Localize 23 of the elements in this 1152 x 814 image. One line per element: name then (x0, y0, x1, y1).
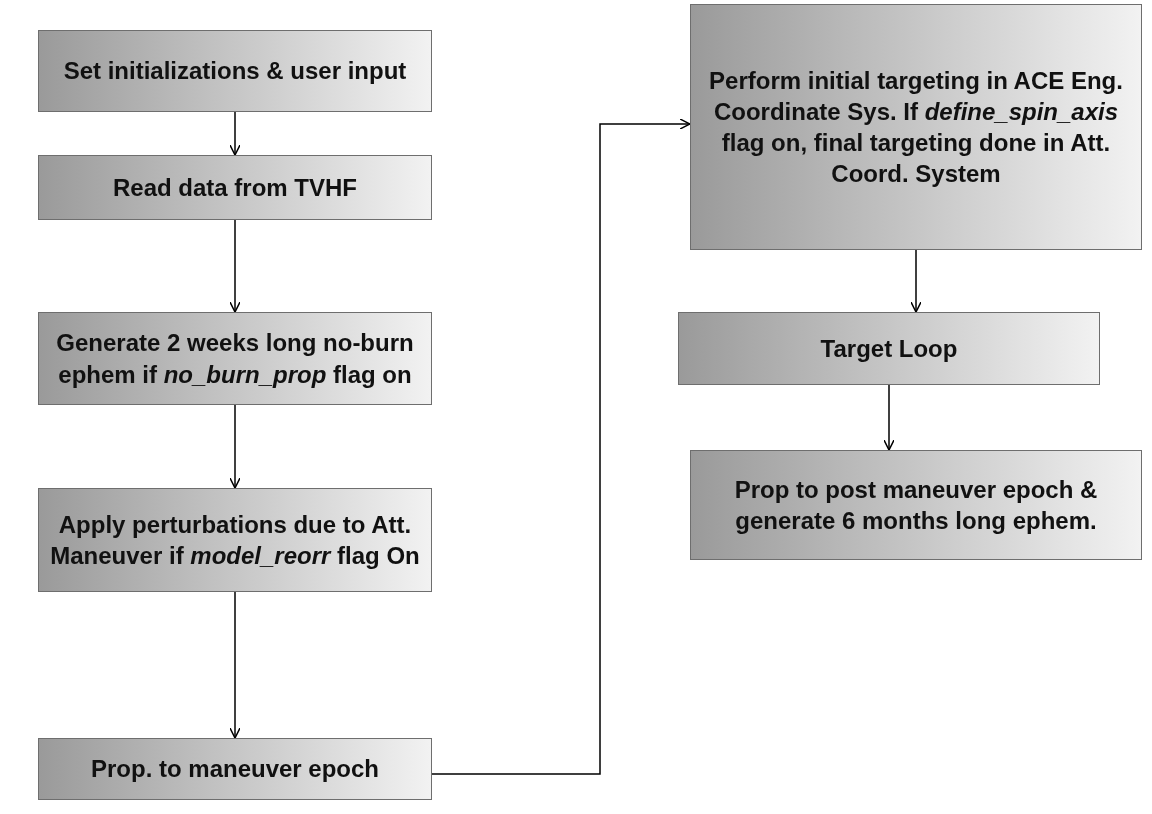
step-text: Generate 2 weeks long no-burn ephem if no_burn_prop flag on (55, 328, 415, 390)
arrow (883, 384, 895, 451)
arrow (229, 111, 241, 156)
arrow (431, 118, 691, 775)
process-box (38, 488, 432, 592)
step-text: Set initializations & user input (63, 56, 407, 87)
arrow (229, 404, 241, 489)
arrow (229, 219, 241, 313)
step-text: Target Loop (820, 333, 958, 364)
process-box (678, 312, 1100, 385)
step-text: Prop to post maneuver epoch & generate 6 months long ephem. (733, 474, 1099, 536)
step-text: Apply perturbations due to Att. Maneuver if model_reorr flag On (49, 509, 421, 571)
process-box (38, 30, 432, 112)
arrow (229, 591, 241, 739)
process-box (690, 450, 1142, 560)
process-box (38, 312, 432, 405)
process-box (38, 155, 432, 220)
arrow (910, 249, 922, 313)
process-box (38, 738, 432, 800)
step-text: Perform initial targeting in ACE Eng. Coordinate Sys. If define_spin_axis flag on, final targeting done in Att. Coord. System (708, 65, 1124, 190)
process-box (690, 4, 1142, 250)
step-text: Read data from TVHF (113, 172, 357, 203)
step-text: Prop. to maneuver epoch (90, 754, 380, 785)
